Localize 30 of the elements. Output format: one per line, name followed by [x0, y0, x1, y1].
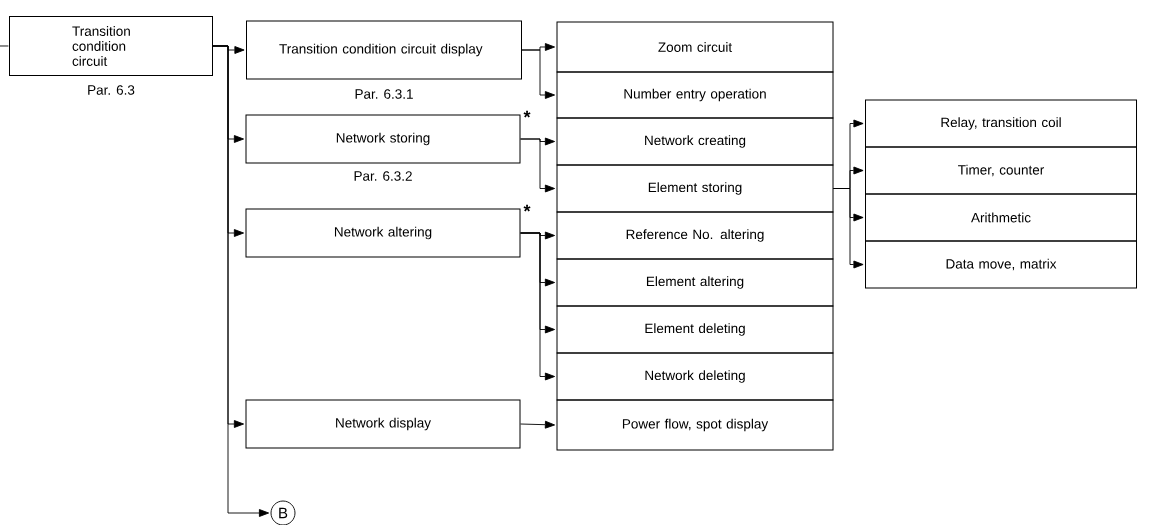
asterisk: *: [523, 110, 531, 118]
process-box: Transition condition circuit display: [246, 20, 522, 80]
process-box: Element storing: [556, 164, 834, 213]
arrow: [520, 138, 556, 193]
process-box: Power flow, spot display: [556, 399, 834, 451]
arrow: [520, 232, 556, 381]
paragraph-label: Par. 6.3: [88, 85, 135, 95]
process-box: Network altering: [245, 208, 521, 258]
process-box: Data move, matrix: [865, 240, 1137, 289]
process-box: Element altering: [556, 258, 834, 307]
process-box: Timer, counter: [865, 146, 1137, 195]
paragraph-label: Par. 6.3.1: [355, 89, 413, 99]
process-box: Arithmetic: [865, 193, 1137, 242]
arrow: [833, 188, 864, 269]
process-box: Network creating: [556, 117, 834, 166]
arrow: [212, 45, 270, 517]
process-box: Element deleting: [556, 305, 834, 354]
circled-letter: B: [270, 500, 296, 525]
arrow: [520, 420, 556, 429]
paragraph-label: Par. 6.3.2: [354, 171, 412, 181]
process-box: Network display: [245, 399, 521, 449]
process-box: Network storing: [245, 114, 521, 164]
process-box: Relay, transition coil: [865, 99, 1137, 148]
process-box: Zoom circuit: [556, 21, 834, 73]
asterisk: *: [523, 204, 531, 212]
process-box: Network deleting: [556, 352, 834, 401]
process-box: Reference No. altering: [556, 211, 834, 260]
process-box: Number entry operation: [556, 71, 834, 119]
arrow: [521, 49, 556, 99]
process-box: Transition condition circuit: [9, 16, 213, 76]
